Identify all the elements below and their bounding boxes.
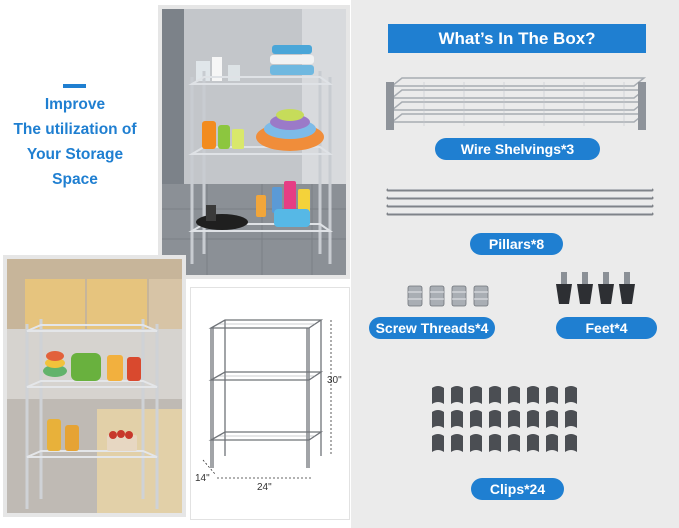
clip-icon	[451, 434, 463, 452]
clips-image	[428, 382, 588, 456]
clip-icon	[546, 434, 558, 452]
feet-image	[553, 270, 643, 310]
clip-icon	[527, 434, 539, 452]
clip-icon	[451, 410, 463, 428]
screw-threads-image	[406, 284, 492, 308]
kitchen-shelf-photo	[3, 255, 186, 517]
clip-icon	[489, 434, 501, 452]
pillars-image	[384, 184, 658, 228]
clip-icon	[489, 386, 501, 404]
clip-icon	[470, 434, 482, 452]
wire-shelving-image	[384, 74, 656, 136]
clip-icon	[546, 386, 558, 404]
screw-threads-label: Screw Threads*4	[369, 317, 495, 339]
clip-icon	[432, 410, 444, 428]
clip-icon	[527, 410, 539, 428]
box-title: What’s In The Box?	[388, 24, 646, 53]
height-label: 30"	[327, 375, 342, 386]
feet-label: Feet*4	[556, 317, 657, 339]
dimensions-diagram: 30" 14" 24"	[190, 287, 350, 520]
width-label: 24"	[257, 482, 272, 493]
clip-icon	[432, 386, 444, 404]
clip-icon	[565, 410, 577, 428]
clip-icon	[470, 386, 482, 404]
headline-line: Space	[52, 171, 98, 188]
clip-icon	[470, 410, 482, 428]
clip-icon	[508, 434, 520, 452]
clip-icon	[508, 410, 520, 428]
clip-icon	[565, 434, 577, 452]
clip-icon	[451, 386, 463, 404]
bathroom-shelf-photo	[158, 5, 350, 279]
clip-icon	[546, 410, 558, 428]
wire-shelvings-label: Wire Shelvings*3	[435, 138, 600, 160]
clip-icon	[565, 386, 577, 404]
clips-label: Clips*24	[471, 478, 564, 500]
depth-label: 14"	[195, 473, 210, 484]
headline-line: The utilization of	[13, 121, 137, 138]
clip-icon	[527, 386, 539, 404]
headline-line: Your Storage	[26, 146, 124, 163]
headline-line: Improve	[44, 96, 106, 113]
clip-icon	[508, 386, 520, 404]
clip-icon	[489, 410, 501, 428]
pillars-label: Pillars*8	[470, 233, 563, 255]
accent-dash	[63, 84, 86, 88]
clip-icon	[432, 434, 444, 452]
headline: Improve The utilization of Your Storage …	[0, 92, 150, 192]
